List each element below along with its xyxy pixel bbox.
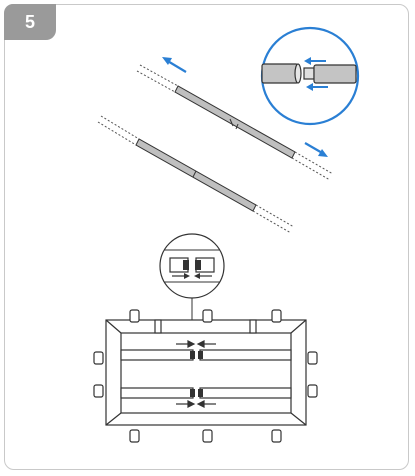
separation-arrow-left-icon bbox=[162, 57, 187, 73]
frame-couplers bbox=[190, 351, 203, 397]
frame-legs bbox=[93, 309, 318, 443]
step-number-badge: 5 bbox=[4, 4, 56, 40]
separation-arrow-right-icon bbox=[304, 142, 328, 157]
lower-pole bbox=[97, 115, 295, 234]
joint-detail-circle bbox=[260, 26, 360, 126]
frame-join-arrows bbox=[176, 340, 216, 408]
bed-frame bbox=[105, 319, 307, 426]
upper-pole bbox=[136, 64, 334, 181]
coupler-detail-circle bbox=[159, 233, 225, 299]
